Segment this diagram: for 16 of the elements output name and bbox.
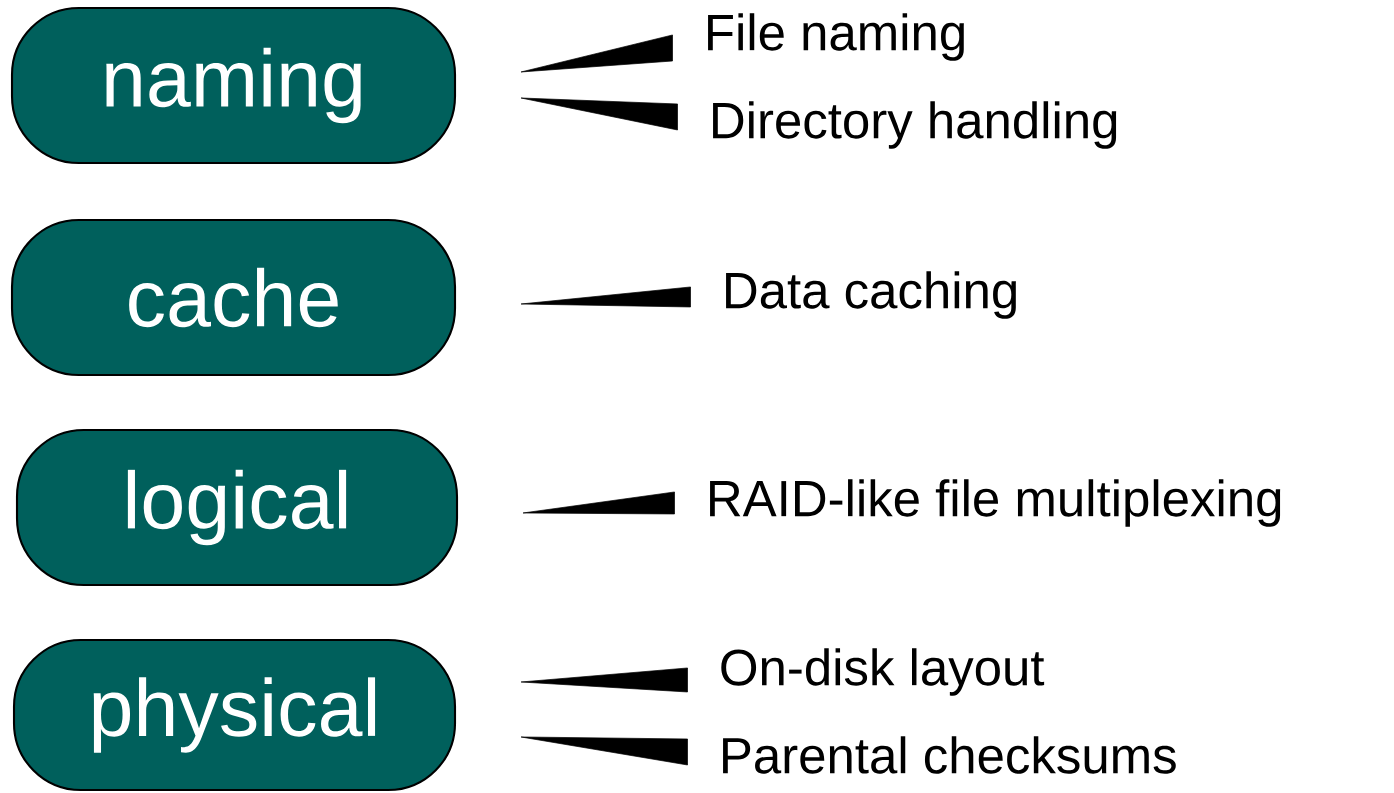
feature-label: On-disk layout	[721, 648, 1045, 696]
feature-label: File naming	[708, 13, 964, 61]
feature-label: Data caching	[726, 271, 1016, 319]
wedge-connector	[520, 97, 678, 131]
layer-box: logical	[15, 428, 459, 587]
feature-label: RAID-like file multiplexing	[710, 479, 1281, 527]
wedge-connector	[522, 491, 675, 515]
wedge-connector	[520, 736, 688, 766]
wedge-connector	[520, 286, 691, 308]
feature-label: Directory handling	[713, 101, 1117, 149]
layer-box: cache	[10, 218, 457, 377]
layer-box: naming	[10, 6, 457, 165]
layer-box: physical	[12, 638, 457, 792]
wedge-connector	[520, 667, 688, 693]
feature-label: Parental checksums	[723, 736, 1176, 774]
wedge-connector	[520, 34, 673, 73]
